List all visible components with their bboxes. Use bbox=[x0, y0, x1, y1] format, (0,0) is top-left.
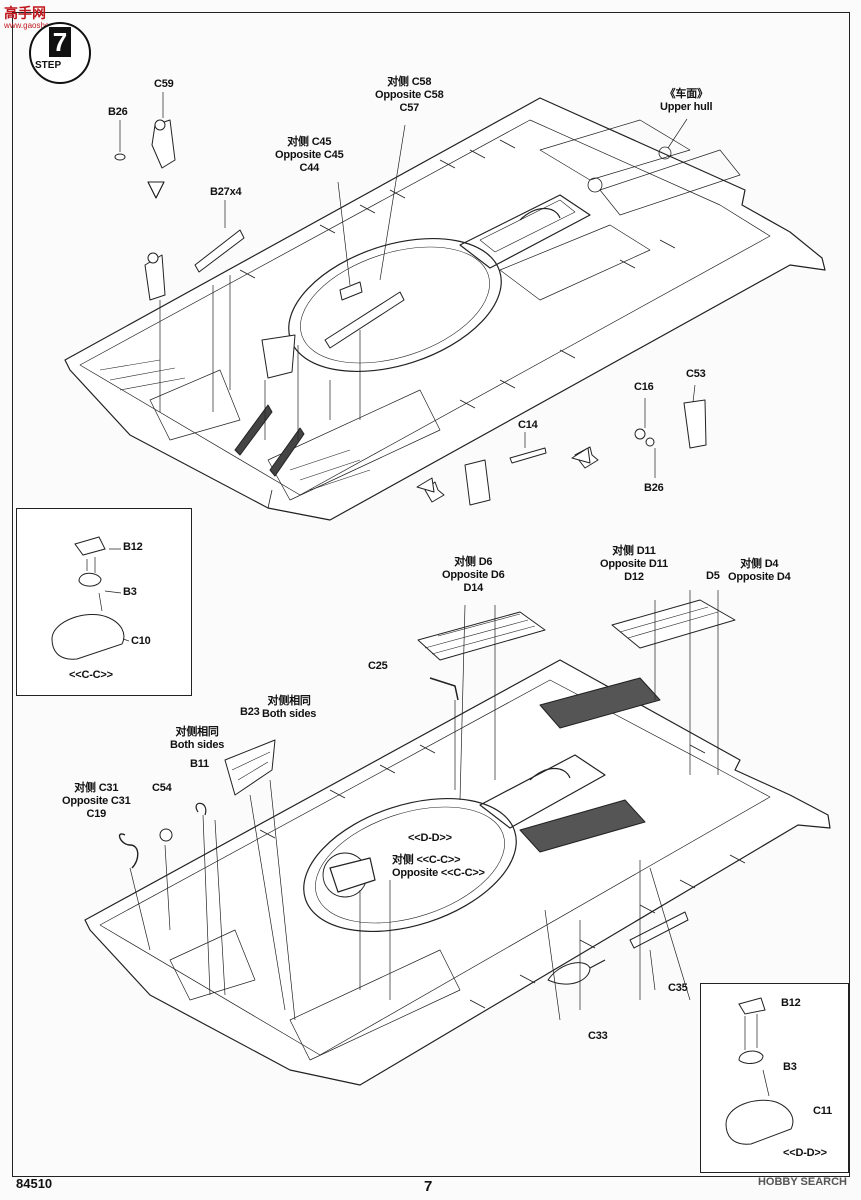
label-c31-en: Opposite C31 bbox=[62, 795, 131, 807]
label-upper-hull: 《车面》 Upper hull bbox=[660, 88, 713, 114]
label-c31-group: 对侧 C31 Opposite C31 C19 bbox=[62, 782, 131, 821]
label-d6-group: 对侧 D6 Opposite D6 D14 bbox=[442, 556, 505, 595]
page-number: 7 bbox=[424, 1178, 433, 1195]
label-d4-en: Opposite D4 bbox=[728, 571, 791, 583]
label-upper-hull-en: Upper hull bbox=[660, 101, 713, 113]
label-c59: C59 bbox=[154, 78, 174, 90]
label-c53: C53 bbox=[686, 368, 706, 380]
label-cc-en: Opposite <<C-C>> bbox=[392, 867, 485, 879]
label-both-sides-b11-en: Both sides bbox=[170, 739, 225, 751]
label-upper-hull-cn: 《车面》 bbox=[664, 88, 708, 100]
label-b27x4: B27x4 bbox=[210, 186, 242, 198]
label-c45-group: 对侧 C45 Opposite C45 C44 bbox=[275, 136, 344, 175]
label-c58-en: Opposite C58 bbox=[375, 89, 444, 101]
label-d4-group: 对侧 D4 Opposite D4 bbox=[728, 558, 791, 584]
inset-dd-c11: C11 bbox=[813, 1105, 832, 1117]
label-c57: C57 bbox=[399, 102, 420, 114]
label-c19: C19 bbox=[86, 808, 107, 820]
inset-dd-b12: B12 bbox=[781, 997, 801, 1009]
label-both-sides-b23: 对侧相同 Both sides bbox=[262, 695, 316, 721]
label-c16: C16 bbox=[634, 381, 654, 393]
step-number: 7 bbox=[49, 27, 71, 57]
step-badge: 7 STEP bbox=[29, 22, 91, 84]
upper-small-parts bbox=[114, 92, 707, 506]
label-d11-group: 对侧 D11 Opposite D11 D12 bbox=[600, 545, 668, 584]
upper-hull-top-illustration bbox=[64, 97, 826, 521]
label-d11-en: Opposite D11 bbox=[600, 558, 668, 570]
label-cc-group: 对侧 <<C-C>> Opposite <<C-C>> bbox=[392, 854, 485, 880]
step-word: STEP bbox=[35, 60, 62, 71]
label-both-sides-b11: 对侧相同 Both sides bbox=[170, 726, 224, 752]
upper-hull-bottom-illustration bbox=[84, 659, 831, 1086]
inset-dd-caption: <<D-D>> bbox=[783, 1147, 827, 1159]
engine-grilles bbox=[118, 447, 736, 1021]
label-c45-en: Opposite C45 bbox=[275, 149, 344, 161]
watermark-url: www.gaoshou.net bbox=[4, 21, 68, 30]
label-b26-right: B26 bbox=[644, 482, 664, 494]
watermark-title: 高手网 bbox=[4, 5, 46, 21]
inset-dd-b3: B3 bbox=[783, 1061, 797, 1073]
label-c14: C14 bbox=[518, 419, 538, 431]
label-c35: C35 bbox=[668, 982, 688, 994]
inset-cc-box: B12 B3 C10 <<C-C>> bbox=[16, 508, 192, 696]
label-cc-cn: 对侧 <<C-C>> bbox=[392, 854, 461, 866]
label-d14: D14 bbox=[463, 582, 484, 594]
label-dd-ref: <<D-D>> bbox=[408, 832, 452, 844]
label-d4-cn: 对侧 D4 bbox=[740, 558, 779, 570]
label-c33: C33 bbox=[588, 1030, 608, 1042]
label-b11: B11 bbox=[190, 758, 209, 770]
label-c58-group: 对侧 C58 Opposite C58 C57 bbox=[375, 76, 444, 115]
brand-watermark: HOBBY SEARCH bbox=[757, 1176, 847, 1188]
inset-cc-c10: C10 bbox=[131, 635, 151, 647]
label-c54: C54 bbox=[152, 782, 172, 794]
label-d12: D12 bbox=[624, 571, 644, 583]
inset-dd-box: B12 B3 C11 <<D-D>> bbox=[700, 983, 849, 1173]
label-d6-en: Opposite D6 bbox=[442, 569, 505, 581]
label-both-sides-b23-cn: 对侧相同 bbox=[267, 695, 311, 707]
label-both-sides-b11-cn: 对侧相同 bbox=[175, 726, 219, 738]
kit-code: 84510 bbox=[16, 1176, 53, 1191]
label-b26-top: B26 bbox=[108, 106, 128, 118]
label-d6-cn: 对侧 D6 bbox=[454, 556, 493, 568]
inset-dd-drawing bbox=[725, 997, 794, 1145]
page-frame bbox=[12, 12, 850, 1177]
label-d5: D5 bbox=[706, 570, 720, 582]
label-c45-cn: 对侧 C45 bbox=[287, 136, 332, 148]
inset-cc-caption: <<C-C>> bbox=[69, 669, 113, 681]
label-c25: C25 bbox=[368, 660, 388, 672]
inset-cc-b12: B12 bbox=[123, 541, 143, 553]
label-b23: B23 bbox=[240, 706, 260, 718]
label-c44: C44 bbox=[299, 162, 320, 174]
label-both-sides-b23-en: Both sides bbox=[262, 708, 317, 720]
inset-cc-b3: B3 bbox=[123, 586, 137, 598]
watermark: 高手网 www.gaoshou.net bbox=[4, 3, 67, 30]
label-c58-cn: 对侧 C58 bbox=[387, 76, 432, 88]
label-d11-cn: 对侧 D11 bbox=[612, 545, 656, 557]
inset-cc-drawing bbox=[51, 536, 130, 660]
label-c31-cn: 对侧 C31 bbox=[74, 782, 119, 794]
